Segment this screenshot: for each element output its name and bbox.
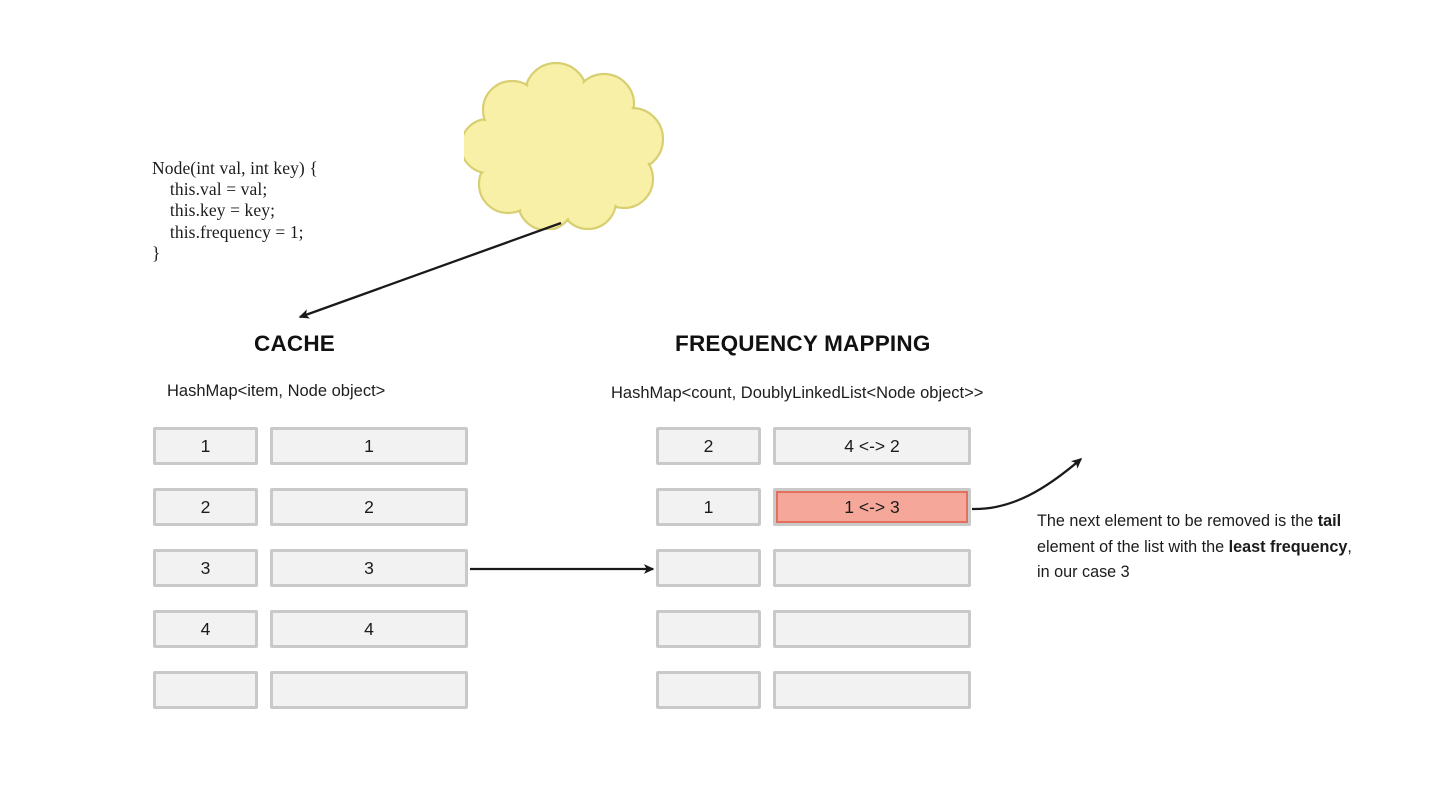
note-line-2-post: element of the list with the xyxy=(1037,537,1225,556)
arrow-highlight-to-note xyxy=(971,458,1083,511)
note-line-1: The next element to be removed is xyxy=(1037,512,1287,530)
cache-value-cell[interactable]: 1 xyxy=(270,427,468,465)
note-tail-emphasis: tail xyxy=(1317,512,1342,530)
frequency-key-cell[interactable] xyxy=(656,549,761,587)
frequency-key-cell[interactable] xyxy=(656,671,761,709)
cache-key-cell[interactable] xyxy=(153,671,258,709)
note-line-3-post: , in our case 3 xyxy=(1037,537,1352,582)
frequency-value-cell[interactable]: 4 <-> 2 xyxy=(773,427,971,465)
cache-value-cell[interactable]: 4 xyxy=(270,610,468,648)
frequency-mapping-subtitle: HashMap<count, DoublyLinkedList<Node obj… xyxy=(611,384,984,402)
cache-subtitle: HashMap<item, Node object> xyxy=(167,382,386,400)
cache-value-cell[interactable]: 2 xyxy=(270,488,468,526)
cache-key-cell[interactable]: 1 xyxy=(153,427,258,465)
cache-value-cell[interactable]: 3 xyxy=(270,549,468,587)
frequency-value-cell-highlighted[interactable]: 1 <-> 3 xyxy=(773,488,971,526)
cache-key-cell[interactable]: 4 xyxy=(153,610,258,648)
frequency-mapping-title: FREQUENCY MAPPING xyxy=(675,331,931,356)
cache-title: CACHE xyxy=(254,331,336,356)
frequency-key-cell[interactable]: 2 xyxy=(656,427,761,465)
frequency-value-cell[interactable] xyxy=(773,610,971,648)
cache-value-cell[interactable] xyxy=(270,671,468,709)
node-constructor-code: Node(int val, int key) { this.val = val;… xyxy=(152,158,318,263)
frequency-value-cell[interactable] xyxy=(773,671,971,709)
cache-key-cell[interactable]: 3 xyxy=(153,549,258,587)
cloud-shape xyxy=(464,62,664,230)
note-least-frequency-emphasis: least frequency xyxy=(1228,537,1348,556)
note-line-2-pre: the xyxy=(1290,512,1318,530)
frequency-value-cell[interactable] xyxy=(773,549,971,587)
cloud-path xyxy=(464,62,664,230)
frequency-key-cell[interactable]: 1 xyxy=(656,488,761,526)
eviction-note: The next element to be removed is the ta… xyxy=(1037,509,1357,586)
arrow-cloud-to-cache xyxy=(298,221,562,319)
frequency-key-cell[interactable] xyxy=(656,610,761,648)
cache-key-cell[interactable]: 2 xyxy=(153,488,258,526)
